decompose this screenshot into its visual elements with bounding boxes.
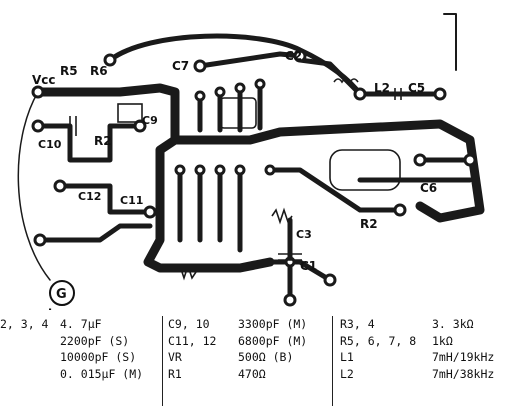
lower-trace-2 — [267, 167, 403, 213]
pcb-layout: G Vcc R5 R6 C7 C2 L2 C5 C9 R2 C10 C12 C1… — [17, 13, 485, 310]
part-value: 470Ω — [238, 366, 266, 381]
label-c1: C1 — [300, 259, 317, 273]
parts-row: VR 500Ω (B) — [168, 349, 307, 366]
parts-column-1: 2, 3, 4 4. 7μF 2200pF (S) 10000pF (S) 0. … — [0, 316, 143, 382]
upper-trace-c2 — [197, 51, 303, 69]
column-divider — [162, 316, 163, 406]
label-c2: C2 — [285, 49, 302, 63]
lamp-symbol-letter: G — [56, 287, 67, 302]
parts-row: L2 7mH/38kHz — [340, 366, 494, 383]
label-lamp: lamp — [48, 307, 82, 310]
label-c7: C7 — [172, 59, 189, 73]
parts-row: 10000pF (S) — [0, 349, 143, 366]
lamp-symbol — [49, 280, 75, 306]
parts-column-3: R3, 4 3. 3kΩ R5, 6, 7, 8 1kΩ L1 7mH/19kHz L… — [340, 316, 494, 382]
part-ref: C11, 12 — [168, 333, 217, 348]
part-value: 2200pF (S) — [60, 333, 130, 348]
label-c12: C12 — [78, 190, 101, 203]
label-c10: C10 — [38, 138, 62, 151]
pads — [31, 49, 477, 307]
lamp-lead — [17, 91, 51, 281]
label-c5: C5 — [408, 81, 425, 95]
part-value: 7mH/19kHz — [432, 350, 495, 364]
part-value: 4. 7μF — [60, 317, 102, 331]
label-c3: C3 — [296, 228, 312, 241]
part-ref: VR — [168, 350, 182, 364]
parts-row: L1 7mH/19kHz — [340, 349, 494, 366]
label-r2-right: R2 — [360, 217, 378, 231]
lower-trace-1 — [177, 167, 243, 253]
parts-row: R3, 4 3. 3kΩ — [340, 316, 494, 333]
label-r2-left: R2 — [94, 134, 112, 148]
parts-row: R1 470Ω — [168, 366, 307, 383]
part-value: 3. 3kΩ — [432, 317, 474, 331]
part-value: 6800pF (M) — [238, 333, 308, 348]
parts-row: C11, 12 6800pF (M) — [168, 333, 307, 350]
ground-trace — [170, 119, 485, 223]
parts-row: R5, 6, 7, 8 1kΩ — [340, 333, 494, 350]
label-vcc: Vcc — [32, 73, 56, 87]
part-ref: C9, 10 — [168, 317, 210, 331]
label-r5: R5 — [60, 64, 78, 78]
label-r6: R6 — [90, 64, 108, 78]
part-ref: R1 — [168, 366, 182, 381]
part-value: 10000pF (S) — [60, 350, 137, 364]
components — [69, 78, 402, 281]
parts-row: C9, 10 3300pF (M) — [168, 316, 307, 333]
part-value: 1kΩ — [432, 333, 453, 348]
parts-column-2: C9, 10 3300pF (M) C11, 12 6800pF (M) VR 500… — [168, 316, 307, 382]
parts-row: 0. 015μF (M) — [0, 366, 143, 383]
part-ref: 2, 3, 4 — [0, 317, 49, 331]
parts-list: 2, 3, 4 4. 7μF 2200pF (S) 10000pF (S) 0. … — [0, 310, 518, 413]
part-value: 3300pF (M) — [238, 317, 308, 331]
left-trace-1 — [35, 123, 143, 163]
part-value: 0. 015μF (M) — [60, 366, 144, 381]
label-c6: C6 — [420, 181, 437, 195]
part-ref: R3, 4 — [340, 317, 375, 331]
part-ref: L1 — [340, 350, 354, 364]
part-value: 7mH/38kHz — [432, 366, 495, 381]
right-trace — [357, 157, 473, 183]
parts-row: 2200pF (S) — [0, 333, 143, 350]
part-value: 500Ω (B) — [238, 350, 294, 364]
column-divider — [332, 316, 333, 406]
part-ref: R5, 6, 7, 8 — [340, 333, 417, 348]
label-c9: C9 — [142, 114, 158, 127]
part-ref: L2 — [340, 366, 354, 381]
label-c11: C11 — [120, 194, 143, 207]
mid-trace — [197, 81, 263, 133]
board-corner-mark — [443, 13, 457, 71]
left-trace-3 — [37, 223, 153, 243]
label-l2: L2 — [374, 81, 390, 95]
left-trace-2 — [57, 183, 153, 215]
parts-row: 2, 3, 4 4. 7μF — [0, 316, 143, 333]
